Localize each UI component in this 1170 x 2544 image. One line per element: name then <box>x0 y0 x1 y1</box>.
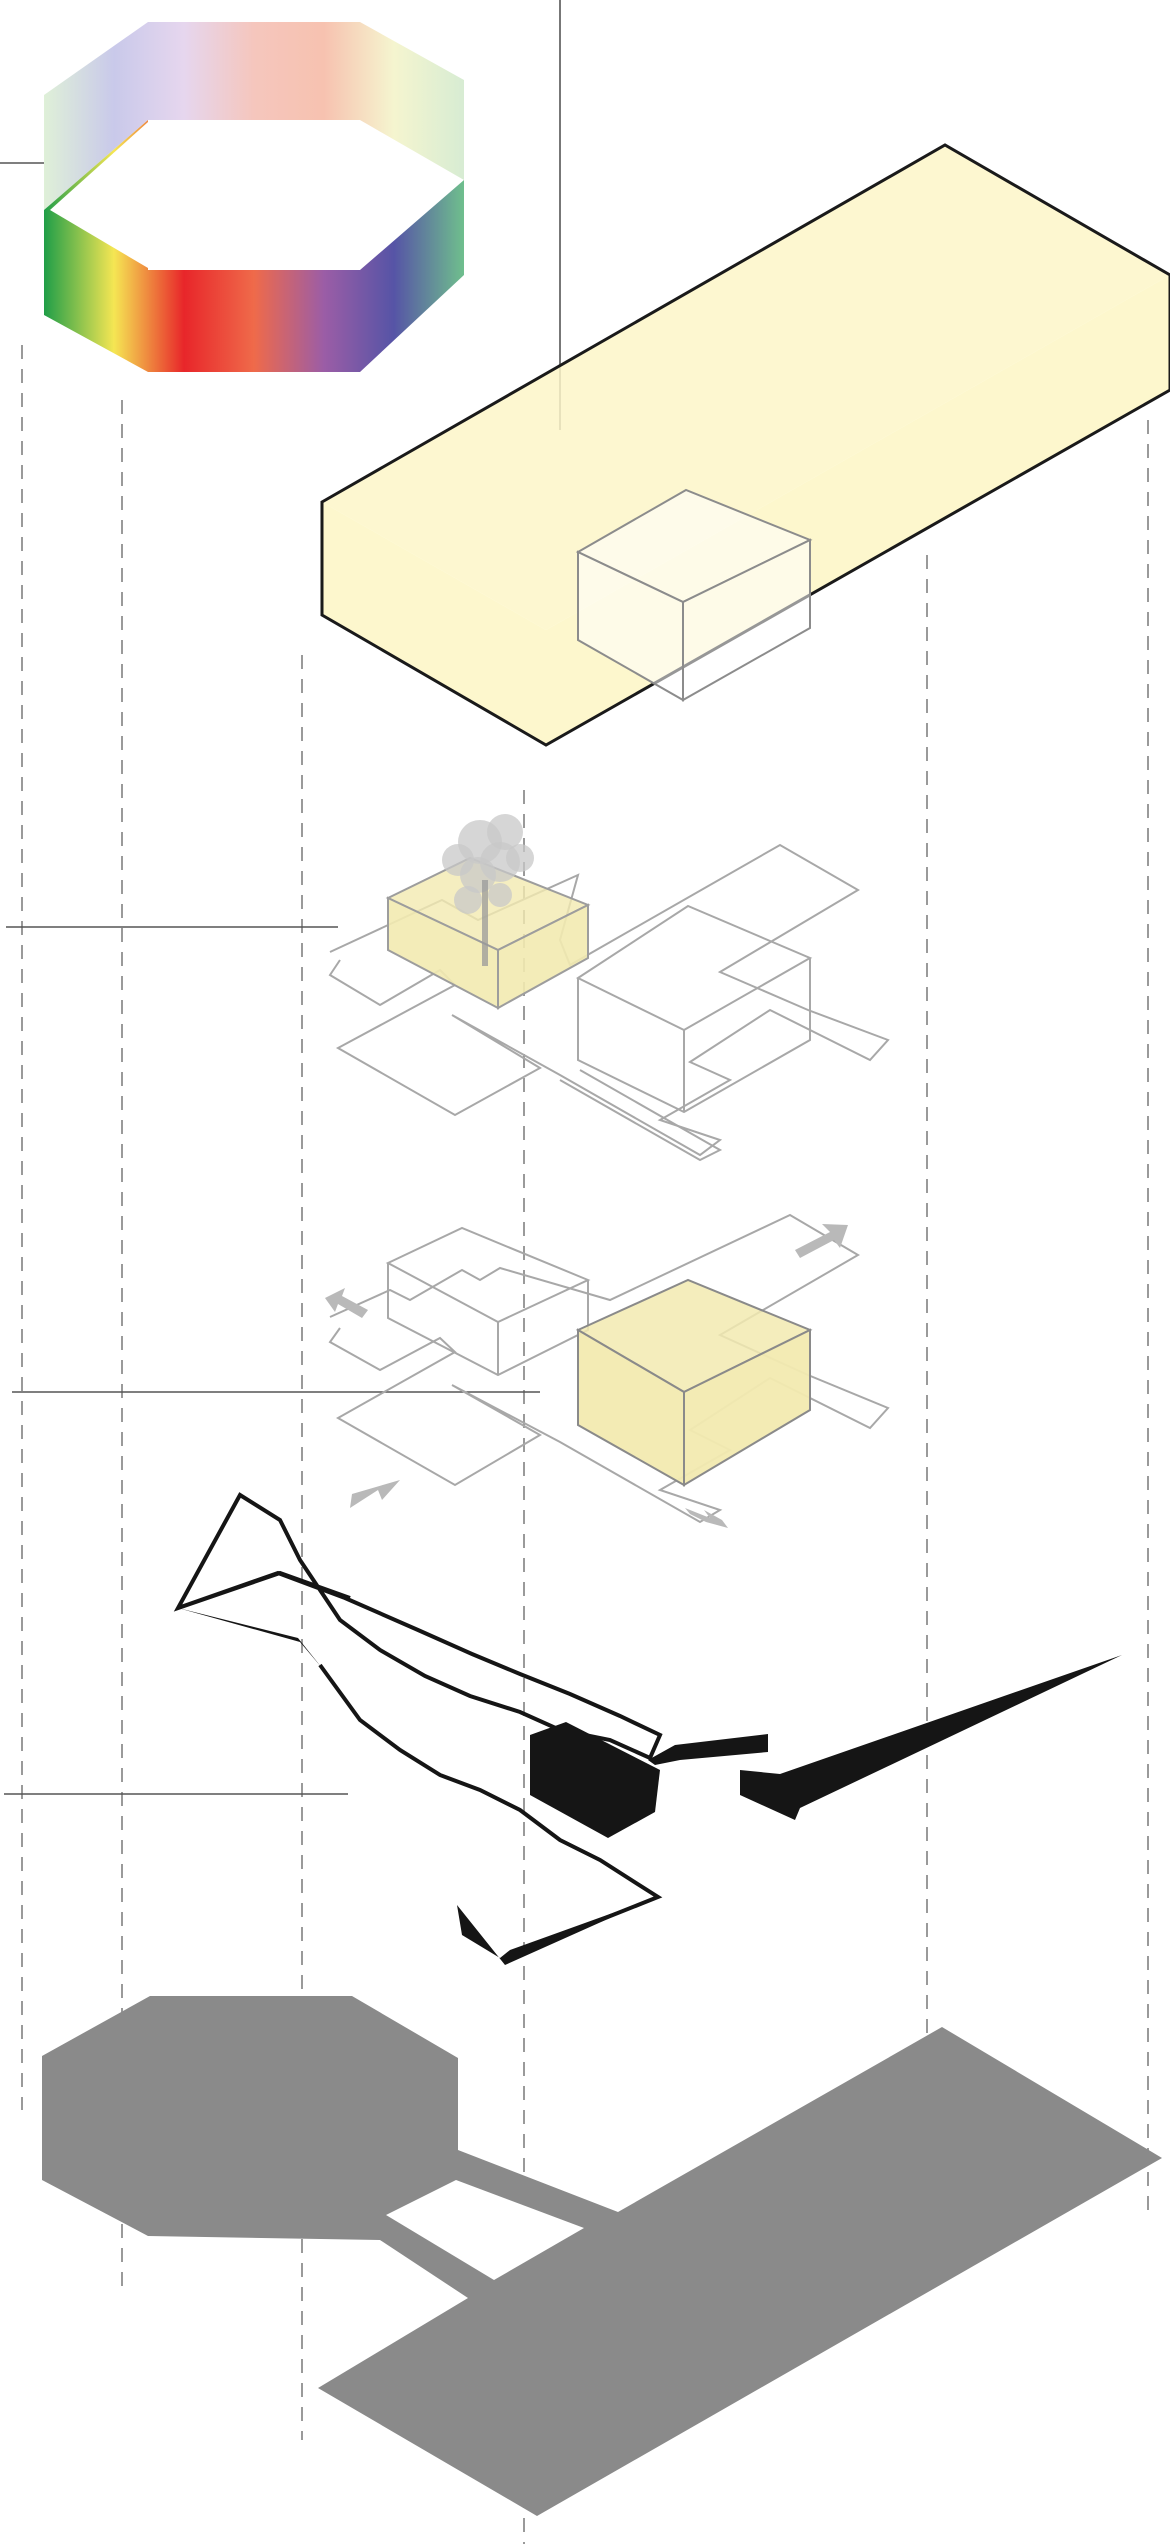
tree-icon <box>442 814 534 966</box>
courtyard-box-right <box>497 903 589 1010</box>
edge-outline <box>318 1663 663 1954</box>
ring-top-band <box>44 22 464 210</box>
inner-box <box>575 488 813 702</box>
direction-arrow-icon <box>325 1224 848 1528</box>
silhouette-block <box>530 1722 660 1838</box>
edge-outline-layer <box>173 1492 1122 1965</box>
ring-void <box>50 122 458 268</box>
silhouette-long-wedge <box>740 1655 1122 1820</box>
color-ring <box>44 22 464 372</box>
leader-lines <box>0 0 561 1795</box>
open-box <box>575 904 813 1114</box>
ring-bottom-band <box>44 120 464 372</box>
silhouette-lower-wedge <box>457 1897 657 1965</box>
footprint-void <box>386 2180 584 2280</box>
silhouette-strip <box>648 1734 768 1765</box>
empty-box <box>385 1226 591 1377</box>
plan-outline <box>559 1069 723 1162</box>
highlight-box <box>575 1278 813 1487</box>
circulation-plan-layer <box>325 1213 890 1528</box>
footprint-layer <box>42 1996 1162 2516</box>
volume-outline <box>320 143 1170 747</box>
volume-top-face <box>322 145 1170 630</box>
highlight-box-right <box>683 1328 811 1487</box>
alignment-guides <box>21 345 1149 2544</box>
inner-box-right <box>682 538 811 702</box>
silhouette-wedge <box>178 1608 322 1668</box>
program-volume <box>320 143 1170 747</box>
footprint-shape <box>42 1996 1162 2516</box>
courtyard-plan-layer <box>328 814 890 1162</box>
open-box-top <box>575 904 813 1032</box>
volume-left-face <box>322 502 546 745</box>
